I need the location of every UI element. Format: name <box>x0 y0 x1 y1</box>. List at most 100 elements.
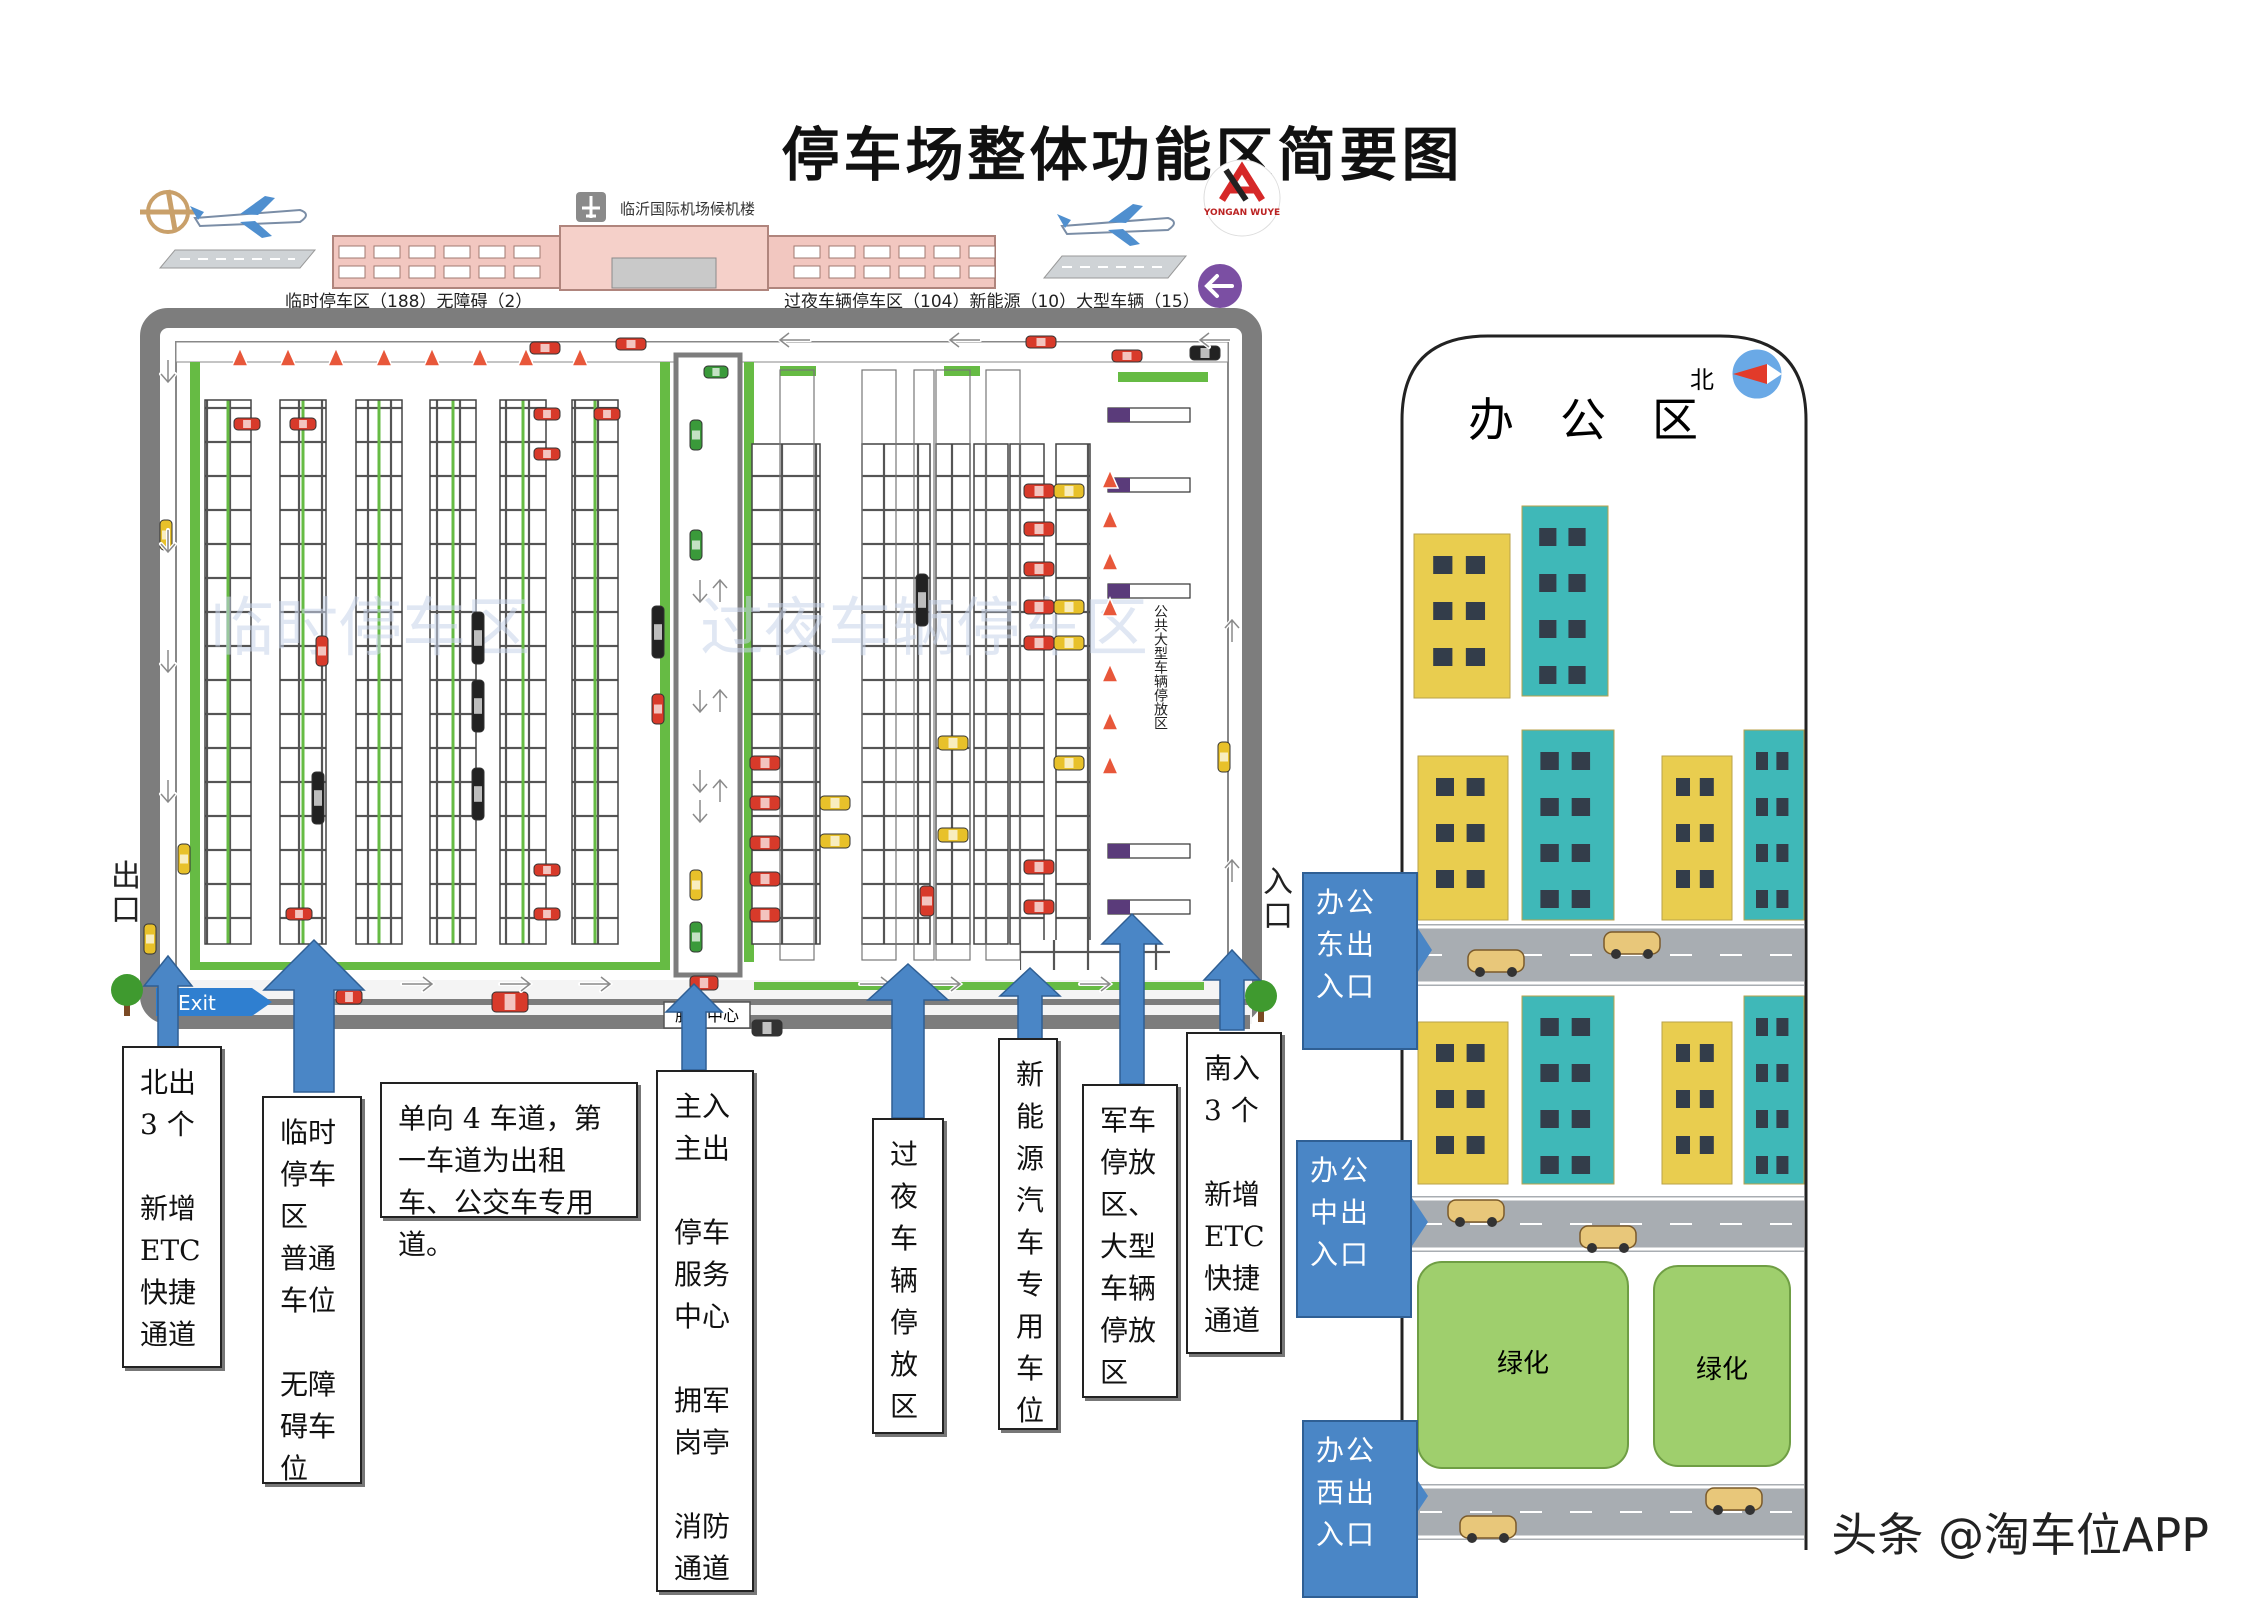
office-building <box>1521 995 1615 1185</box>
bus-icon <box>1108 844 1130 858</box>
callout-new-energy: 新 能 源 汽 车 专 用 车 位 <box>998 1038 1058 1430</box>
arrow-south-entry <box>1202 948 1262 1031</box>
building-window <box>1539 666 1557 684</box>
wheel <box>1713 1505 1723 1515</box>
office-car-icon <box>1705 1487 1763 1511</box>
terminal-window <box>338 245 366 259</box>
runway-right <box>1042 255 1188 279</box>
cone-icon <box>1100 550 1120 571</box>
car-window <box>243 420 251 428</box>
callout-south-entry: 南入 3 个 新增 ETC 快捷 通道 <box>1186 1032 1282 1354</box>
car-window <box>474 698 482 714</box>
car-window <box>146 934 154 944</box>
stall-block-outline <box>355 399 403 945</box>
car-window <box>1034 862 1044 872</box>
building-window <box>1776 844 1789 862</box>
building-window <box>1756 1064 1768 1082</box>
car-window <box>692 932 700 942</box>
car-window <box>504 994 516 1010</box>
car-window <box>1034 486 1044 496</box>
building-window <box>1571 890 1591 908</box>
north-compass-icon <box>1729 346 1785 402</box>
building-window <box>1571 1064 1591 1082</box>
lane-arrow-outline <box>160 780 176 804</box>
office-building <box>1743 995 1805 1185</box>
lane-arrow-outline <box>1198 332 1230 348</box>
office-building <box>1413 533 1511 699</box>
cone-icon <box>278 346 298 367</box>
airplane-left-icon <box>190 196 307 238</box>
building-window <box>1466 1136 1485 1154</box>
terminal-building <box>332 225 996 291</box>
building-window <box>1466 1090 1485 1108</box>
car-window <box>1034 524 1044 534</box>
lane-arrow-outline <box>778 332 810 348</box>
lane-arrow-outline <box>160 530 176 554</box>
office-building <box>1521 729 1615 921</box>
office-building <box>1661 755 1733 921</box>
lane-arrow-outline <box>160 650 176 674</box>
car-window <box>543 410 551 418</box>
building-window <box>1540 1156 1559 1174</box>
office-car-icon <box>1447 1199 1505 1223</box>
terminal-window <box>968 245 996 259</box>
lane-arrow-outline <box>712 578 728 602</box>
tree-icon <box>111 974 143 1016</box>
office-road <box>1404 924 1804 986</box>
building-window <box>1676 1090 1690 1108</box>
building-window <box>1539 528 1557 546</box>
building-window <box>1699 1044 1714 1062</box>
terminal-window <box>898 245 926 259</box>
building-window <box>1466 824 1485 842</box>
lane-arrow-outline <box>712 778 728 802</box>
cone-icon <box>1100 754 1120 775</box>
terminal-window <box>933 245 961 259</box>
building-window <box>1776 890 1789 908</box>
cone-icon <box>1100 662 1120 683</box>
cone-icon <box>422 346 442 367</box>
terminal-window <box>828 245 856 259</box>
building-window <box>1540 1064 1559 1082</box>
callout-military-zone: 军车 停放 区、 大型 车辆 停放 区 <box>1082 1084 1178 1398</box>
office-building <box>1743 729 1805 921</box>
lane-arrow-outline <box>692 690 708 714</box>
stall-block <box>1056 444 1090 944</box>
car-window <box>760 874 770 884</box>
wheel <box>1611 949 1621 959</box>
building-window <box>1465 648 1486 666</box>
east-gate-label: 办公东出入口 <box>1302 872 1418 1050</box>
building-window <box>1568 574 1586 592</box>
terminal-window <box>968 265 996 279</box>
arrow-overnight <box>866 962 950 1119</box>
stall-lane <box>779 369 815 961</box>
lane-arrows <box>159 331 1241 993</box>
office-car-icon <box>1603 931 1661 955</box>
lane-arrow-outline <box>1080 976 1112 992</box>
terminal-window <box>373 245 401 259</box>
building-window <box>1540 798 1559 816</box>
lane-arrow-outline <box>930 976 962 992</box>
car-window <box>1034 902 1044 912</box>
terminal-window <box>478 245 506 259</box>
building-window <box>1436 1090 1454 1108</box>
terminal-window <box>408 265 436 279</box>
car-window <box>543 450 551 458</box>
car-window <box>692 430 700 440</box>
terminal-window <box>478 265 506 279</box>
cone-icon <box>230 346 250 367</box>
office-roads <box>1404 924 1804 1543</box>
terminal-window <box>338 265 366 279</box>
building-window <box>1466 778 1485 796</box>
car-window <box>760 910 770 920</box>
terminal-window <box>793 265 821 279</box>
building-window <box>1433 648 1453 666</box>
building-window <box>1676 778 1690 796</box>
building-window <box>1676 1044 1690 1062</box>
terminal-window <box>863 265 891 279</box>
wheel <box>1745 1505 1755 1515</box>
car-window <box>830 836 840 846</box>
building-window <box>1776 1156 1789 1174</box>
parking-lot: 公共大型车辆停放区 临时停车区 过夜车辆停车区 服务中心 Exit <box>111 308 1277 1119</box>
car-window <box>762 1022 772 1034</box>
terminal-window <box>443 245 471 259</box>
